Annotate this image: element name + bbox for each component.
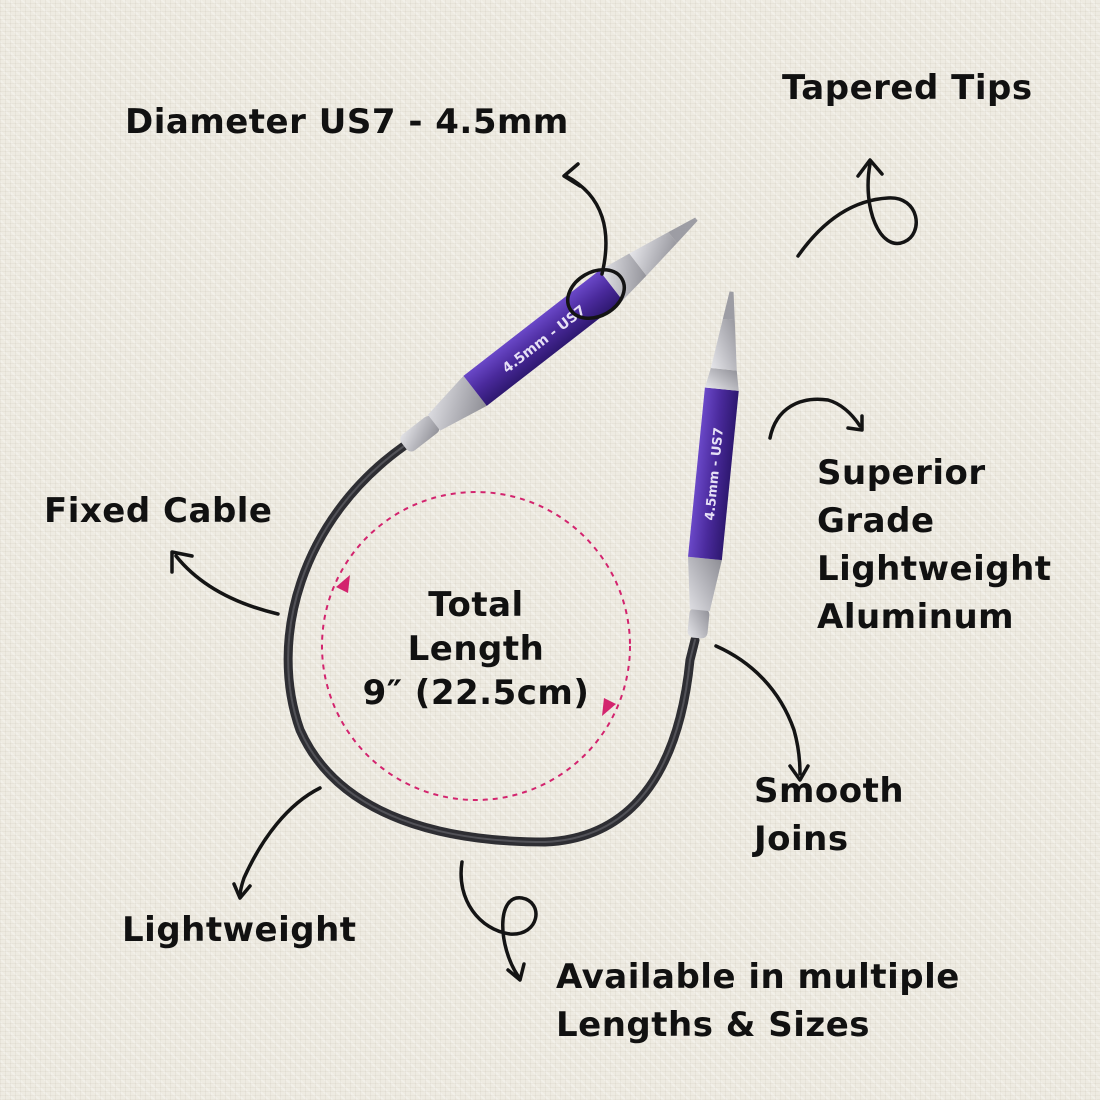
- lightweight-label: Lightweight: [122, 910, 357, 950]
- diameter-arrow-icon: [562, 162, 626, 320]
- total-length-label: Total Length 9″ (22.5cm): [362, 585, 590, 713]
- available-arrow-icon: [459, 860, 538, 982]
- fixed-cable-label: Fixed Cable: [44, 491, 273, 531]
- diameter-label: Diameter US7 - 4.5mm: [125, 102, 569, 142]
- length-circle: [321, 491, 631, 801]
- circle-arrow-right-icon: [602, 698, 616, 716]
- tapered-tips-label: Tapered Tips: [782, 68, 1033, 108]
- smooth-joins-label: Smooth Joins: [754, 771, 905, 859]
- right-needle: 4.5mm - US7: [687, 291, 739, 639]
- circle-arrow-left-icon: [336, 575, 350, 593]
- lightweight-arrow-icon: [232, 786, 322, 900]
- left-needle: 4.5mm - US7: [400, 217, 698, 452]
- smooth-joins-arrow-icon: [714, 644, 810, 782]
- superior-grade-label: Superior Grade Lightweight Aluminum: [817, 453, 1052, 637]
- superior-arrow-icon: [768, 397, 864, 440]
- available-label: Available in multiple Lengths & Sizes: [556, 957, 960, 1045]
- fixed-cable-arrow-icon: [170, 550, 280, 616]
- tapered-tips-arrow-icon: [796, 158, 918, 258]
